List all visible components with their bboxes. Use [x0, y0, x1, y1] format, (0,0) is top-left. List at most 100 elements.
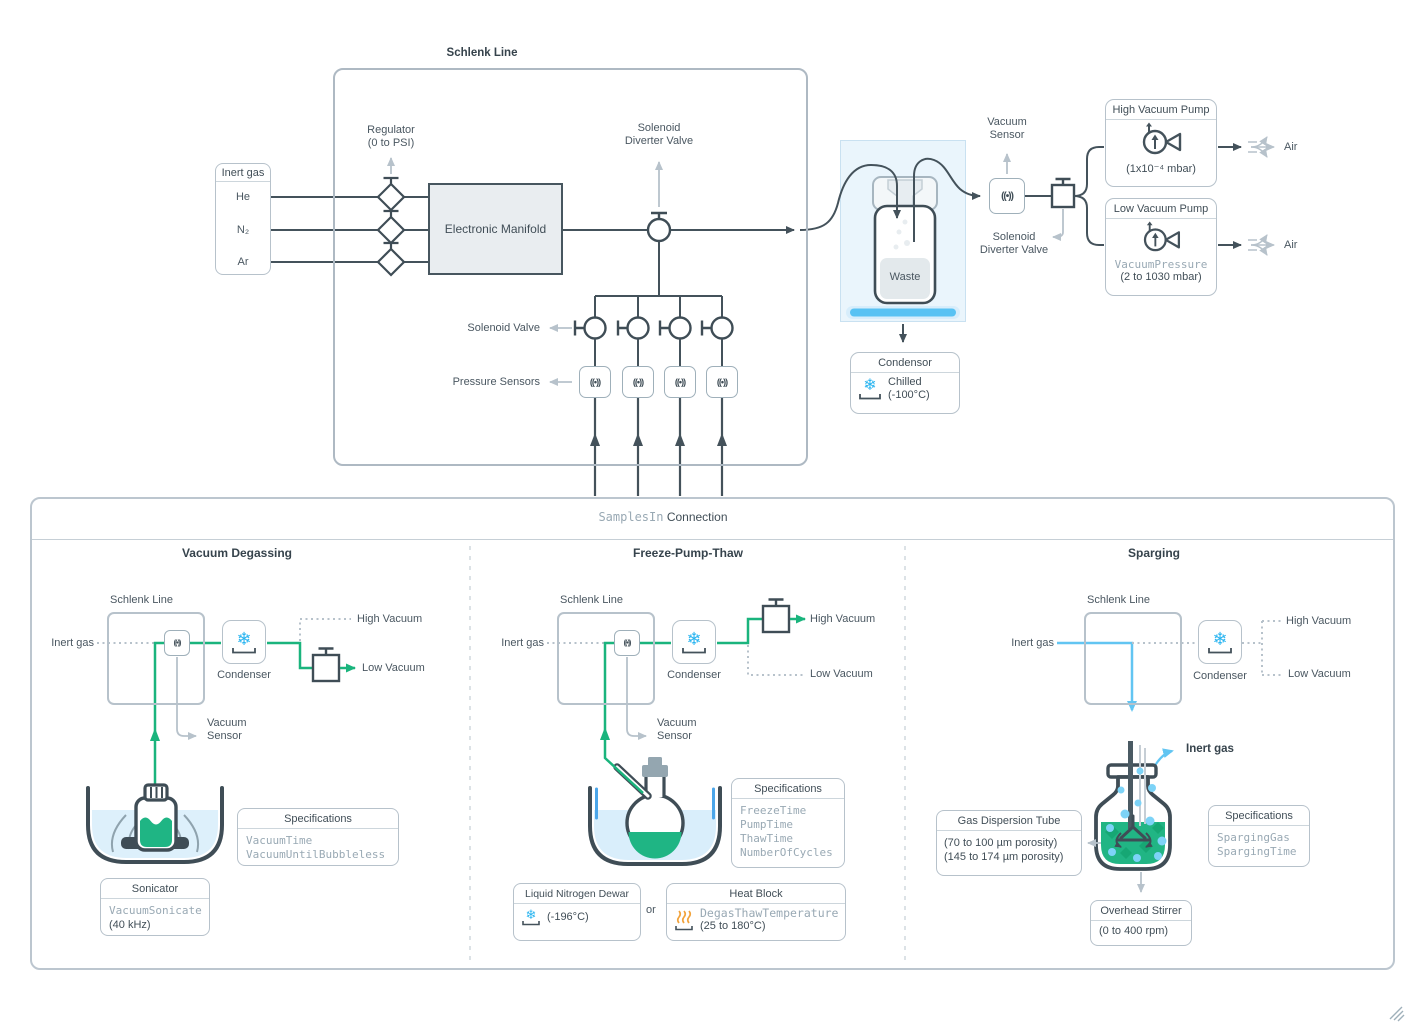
- degas-sensor-pointer: [176, 657, 197, 740]
- cold-snowflake-icon: ❄: [522, 908, 540, 926]
- spec-item: ThawTime: [740, 832, 793, 845]
- low-pump-spec: (2 to 1030 mbar): [1120, 271, 1202, 283]
- panel-title-sparging: Sparging: [1127, 546, 1180, 560]
- air-label-high: Air: [1284, 141, 1298, 153]
- samples-section-boundary: [30, 497, 1395, 970]
- spec-item: NumberOfCycles: [740, 846, 833, 859]
- low-vacuum-pump-box: Low Vacuum Pump VacuumPressure (2 to 103…: [1105, 198, 1217, 296]
- fpt-low-vacuum-label: Low Vacuum: [810, 668, 873, 680]
- degas-vacuum-valve-icon: [311, 647, 341, 683]
- gas-dispersion-tube-box: Gas Dispersion Tube (70 to 100 µm porosi…: [936, 810, 1082, 876]
- valve-sensor-links: [594, 338, 723, 366]
- gdt-spec-line: (70 to 100 µm porosity): [944, 837, 1058, 849]
- fpt-condenser-icon-box: ❄: [672, 620, 716, 664]
- spec-item: PumpTime: [740, 818, 793, 831]
- gdt-spec-line: (145 to 174 µm porosity): [944, 851, 1064, 863]
- spec-item: FreezeTime: [740, 804, 807, 817]
- condenser-snowflake-icon: ❄: [686, 629, 702, 649]
- degas-condenser-label: Condenser: [217, 669, 271, 681]
- electronic-manifold: Electronic Manifold: [428, 183, 563, 275]
- electronic-manifold-label: Electronic Manifold: [444, 222, 547, 236]
- canvas-resize-grip[interactable]: [1388, 1005, 1406, 1023]
- or-label: or: [646, 904, 656, 916]
- sonicator-spec: (40 kHz): [109, 919, 151, 931]
- air-exit-high: [1218, 136, 1275, 158]
- condensor-title: Condensor: [851, 353, 959, 373]
- heat-icon: [674, 909, 694, 931]
- fpt-low-vacuum-dotted: [747, 645, 804, 676]
- chilled-snowflake-icon: ❄: [859, 378, 881, 400]
- fpt-green-to-valve: [717, 617, 762, 645]
- condensor-box: Condensor ❄ Chilled (-100°C): [850, 352, 960, 414]
- fpt-schlenk-box: [557, 612, 655, 705]
- vacuum-sensor-icon: ((•)): [989, 178, 1025, 214]
- specifications-title: Specifications: [238, 809, 398, 829]
- sonicator-box: Sonicator VacuumSonicate (40 kHz): [100, 878, 210, 936]
- tray-bracket-icon: [232, 648, 256, 654]
- vacuum-pump-icon: [1142, 122, 1182, 155]
- waste-inlet-tubes: [799, 157, 981, 242]
- pressure-sensor-icon: ((•)): [664, 366, 696, 398]
- air-label-low: Air: [1284, 239, 1298, 251]
- tray-bracket-icon: [682, 648, 706, 654]
- high-vacuum-pump-title: High Vacuum Pump: [1106, 100, 1216, 120]
- gas-dispersion-tube-title: Gas Dispersion Tube: [937, 811, 1081, 831]
- air-exit-low: [1218, 234, 1275, 256]
- tray-bracket-icon: [1208, 648, 1232, 654]
- sparge-inert-gas-label: Inert gas: [1011, 637, 1054, 649]
- samples-header-divider: [32, 499, 1393, 540]
- waste-jar: [872, 176, 938, 305]
- pressure-sensors-label: Pressure Sensors: [452, 376, 540, 388]
- pressure-sensor-icon: ((•)): [622, 366, 654, 398]
- fpt-green-arrowhead: [600, 727, 610, 740]
- heat-spec: (25 to 180°C): [700, 920, 766, 932]
- pressure-sensor-icon: ((•)): [579, 366, 611, 398]
- regulator-label: Regulator(0 to PSI): [367, 124, 415, 149]
- condensor-spec: (-100°C): [888, 389, 930, 401]
- dewar-spec: (-196°C): [547, 911, 589, 923]
- degas-schlenk-label: Schlenk Line: [110, 594, 173, 606]
- sparge-specifications-box: Specifications SpargingGas SpargingTime: [1208, 805, 1310, 867]
- sample-lines: [593, 398, 724, 496]
- valve-tree-lines: [594, 241, 723, 317]
- overhead-stirrer-box: Overhead Stirrer (0 to 400 rpm): [1090, 900, 1192, 946]
- degas-inert-gas-label: Inert gas: [51, 637, 94, 649]
- sparge-inert-gas-out-label: Inert gas: [1186, 743, 1234, 755]
- specifications-title: Specifications: [1209, 806, 1309, 826]
- degas-specifications-box: Specifications VacuumTime VacuumUntilBub…: [237, 808, 399, 866]
- sparge-schlenk-label: Schlenk Line: [1087, 594, 1150, 606]
- degas-low-vacuum-label: Low Vacuum: [362, 662, 425, 674]
- samples-in-param: SamplesIn: [598, 510, 664, 524]
- fpt-schlenk-label: Schlenk Line: [560, 594, 623, 606]
- fpt-high-vacuum-label: High Vacuum: [810, 613, 876, 625]
- solenoid-valve-label: Solenoid Valve: [467, 322, 540, 334]
- sonicator-param: VacuumSonicate: [109, 904, 202, 917]
- sparge-low-vacuum-label: Low Vacuum: [1288, 668, 1351, 680]
- inert-gas-title: Inert gas: [216, 164, 270, 182]
- liquid-nitrogen-dewar-title: Liquid Nitrogen Dewar: [514, 884, 640, 904]
- high-vacuum-pump-box: High Vacuum Pump (1x10⁻⁴ mbar): [1105, 99, 1217, 187]
- spec-item: SpargingTime: [1217, 845, 1297, 858]
- stirrer-spec: (0 to 400 rpm): [1099, 925, 1169, 937]
- vacuum-pump-icon: [1143, 221, 1181, 252]
- sparging-bottle-illustration: [1094, 741, 1172, 871]
- degas-vacuum-sensor-icon: ((•)): [164, 630, 190, 656]
- gas-ar-label: Ar: [237, 256, 249, 268]
- sparge-condenser-icon-box: ❄: [1198, 620, 1242, 664]
- fpt-vacuum-valve-icon: [761, 598, 791, 634]
- condensor-state: Chilled: [888, 376, 922, 388]
- heat-block-box: Heat Block DegasThawTemperature (25 to 1…: [666, 883, 846, 941]
- sparge-condenser-label: Condenser: [1193, 670, 1247, 682]
- spec-item: SpargingGas: [1217, 831, 1290, 844]
- fpt-condenser-label: Condenser: [667, 669, 721, 681]
- tray-bracket-icon: [522, 921, 540, 926]
- sparge-schlenk-box: [1084, 612, 1182, 705]
- sparge-high-vacuum-label: High Vacuum: [1286, 615, 1352, 627]
- panel-title-vacuum-degassing: Vacuum Degassing: [181, 546, 293, 560]
- liquid-nitrogen-dewar-box: Liquid Nitrogen Dewar ❄ (-196°C): [513, 883, 641, 941]
- resize-grip-lines: [1389, 1006, 1405, 1022]
- degas-condenser-icon-box: ❄: [222, 620, 266, 664]
